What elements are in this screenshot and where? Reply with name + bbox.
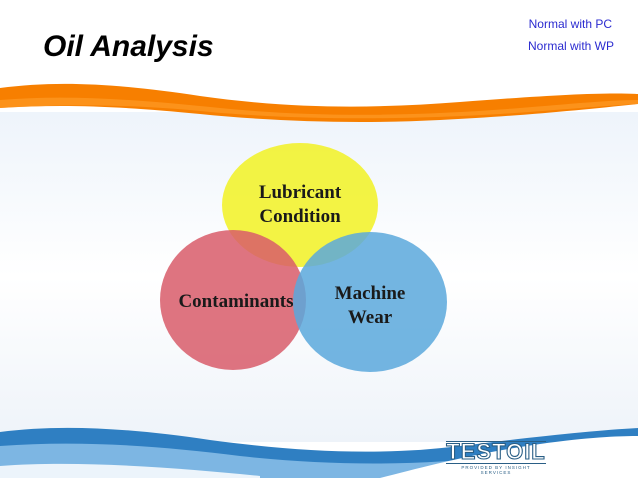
white-footer-left: [0, 463, 260, 478]
testoil-logo: TESTOIL PROVIDED BY INSIGHT SERVICES: [446, 439, 546, 475]
venn-circle-contaminants: [160, 230, 306, 370]
page-title: Oil Analysis: [43, 30, 214, 63]
orange-swoosh-highlight: [0, 97, 638, 119]
venn-label-line: Wear: [347, 307, 393, 328]
venn-label-machine-wear: Machine Wear: [310, 282, 430, 330]
venn-label-contaminants: Contaminants: [172, 290, 300, 314]
logo-rule-bottom: [446, 463, 546, 464]
logo-wordmark: TESTOIL: [446, 439, 546, 464]
venn-label-lubricant-condition: Lubricant Condition: [240, 181, 360, 229]
venn-label-line: Machine: [334, 283, 406, 304]
logo-rule-top: [446, 441, 546, 442]
venn-circle-machine-wear: [293, 232, 447, 372]
venn-label-line: Contaminants: [178, 291, 294, 312]
note-normal-wp: Normal with WP: [527, 39, 614, 53]
logo-tagline: PROVIDED BY INSIGHT SERVICES: [461, 465, 531, 475]
note-normal-pc: Normal with PC: [528, 17, 612, 31]
venn-diagram: [160, 143, 447, 372]
venn-label-line: Condition: [259, 206, 341, 227]
white-footer: [380, 436, 638, 478]
venn-label-line: Lubricant: [258, 182, 342, 203]
